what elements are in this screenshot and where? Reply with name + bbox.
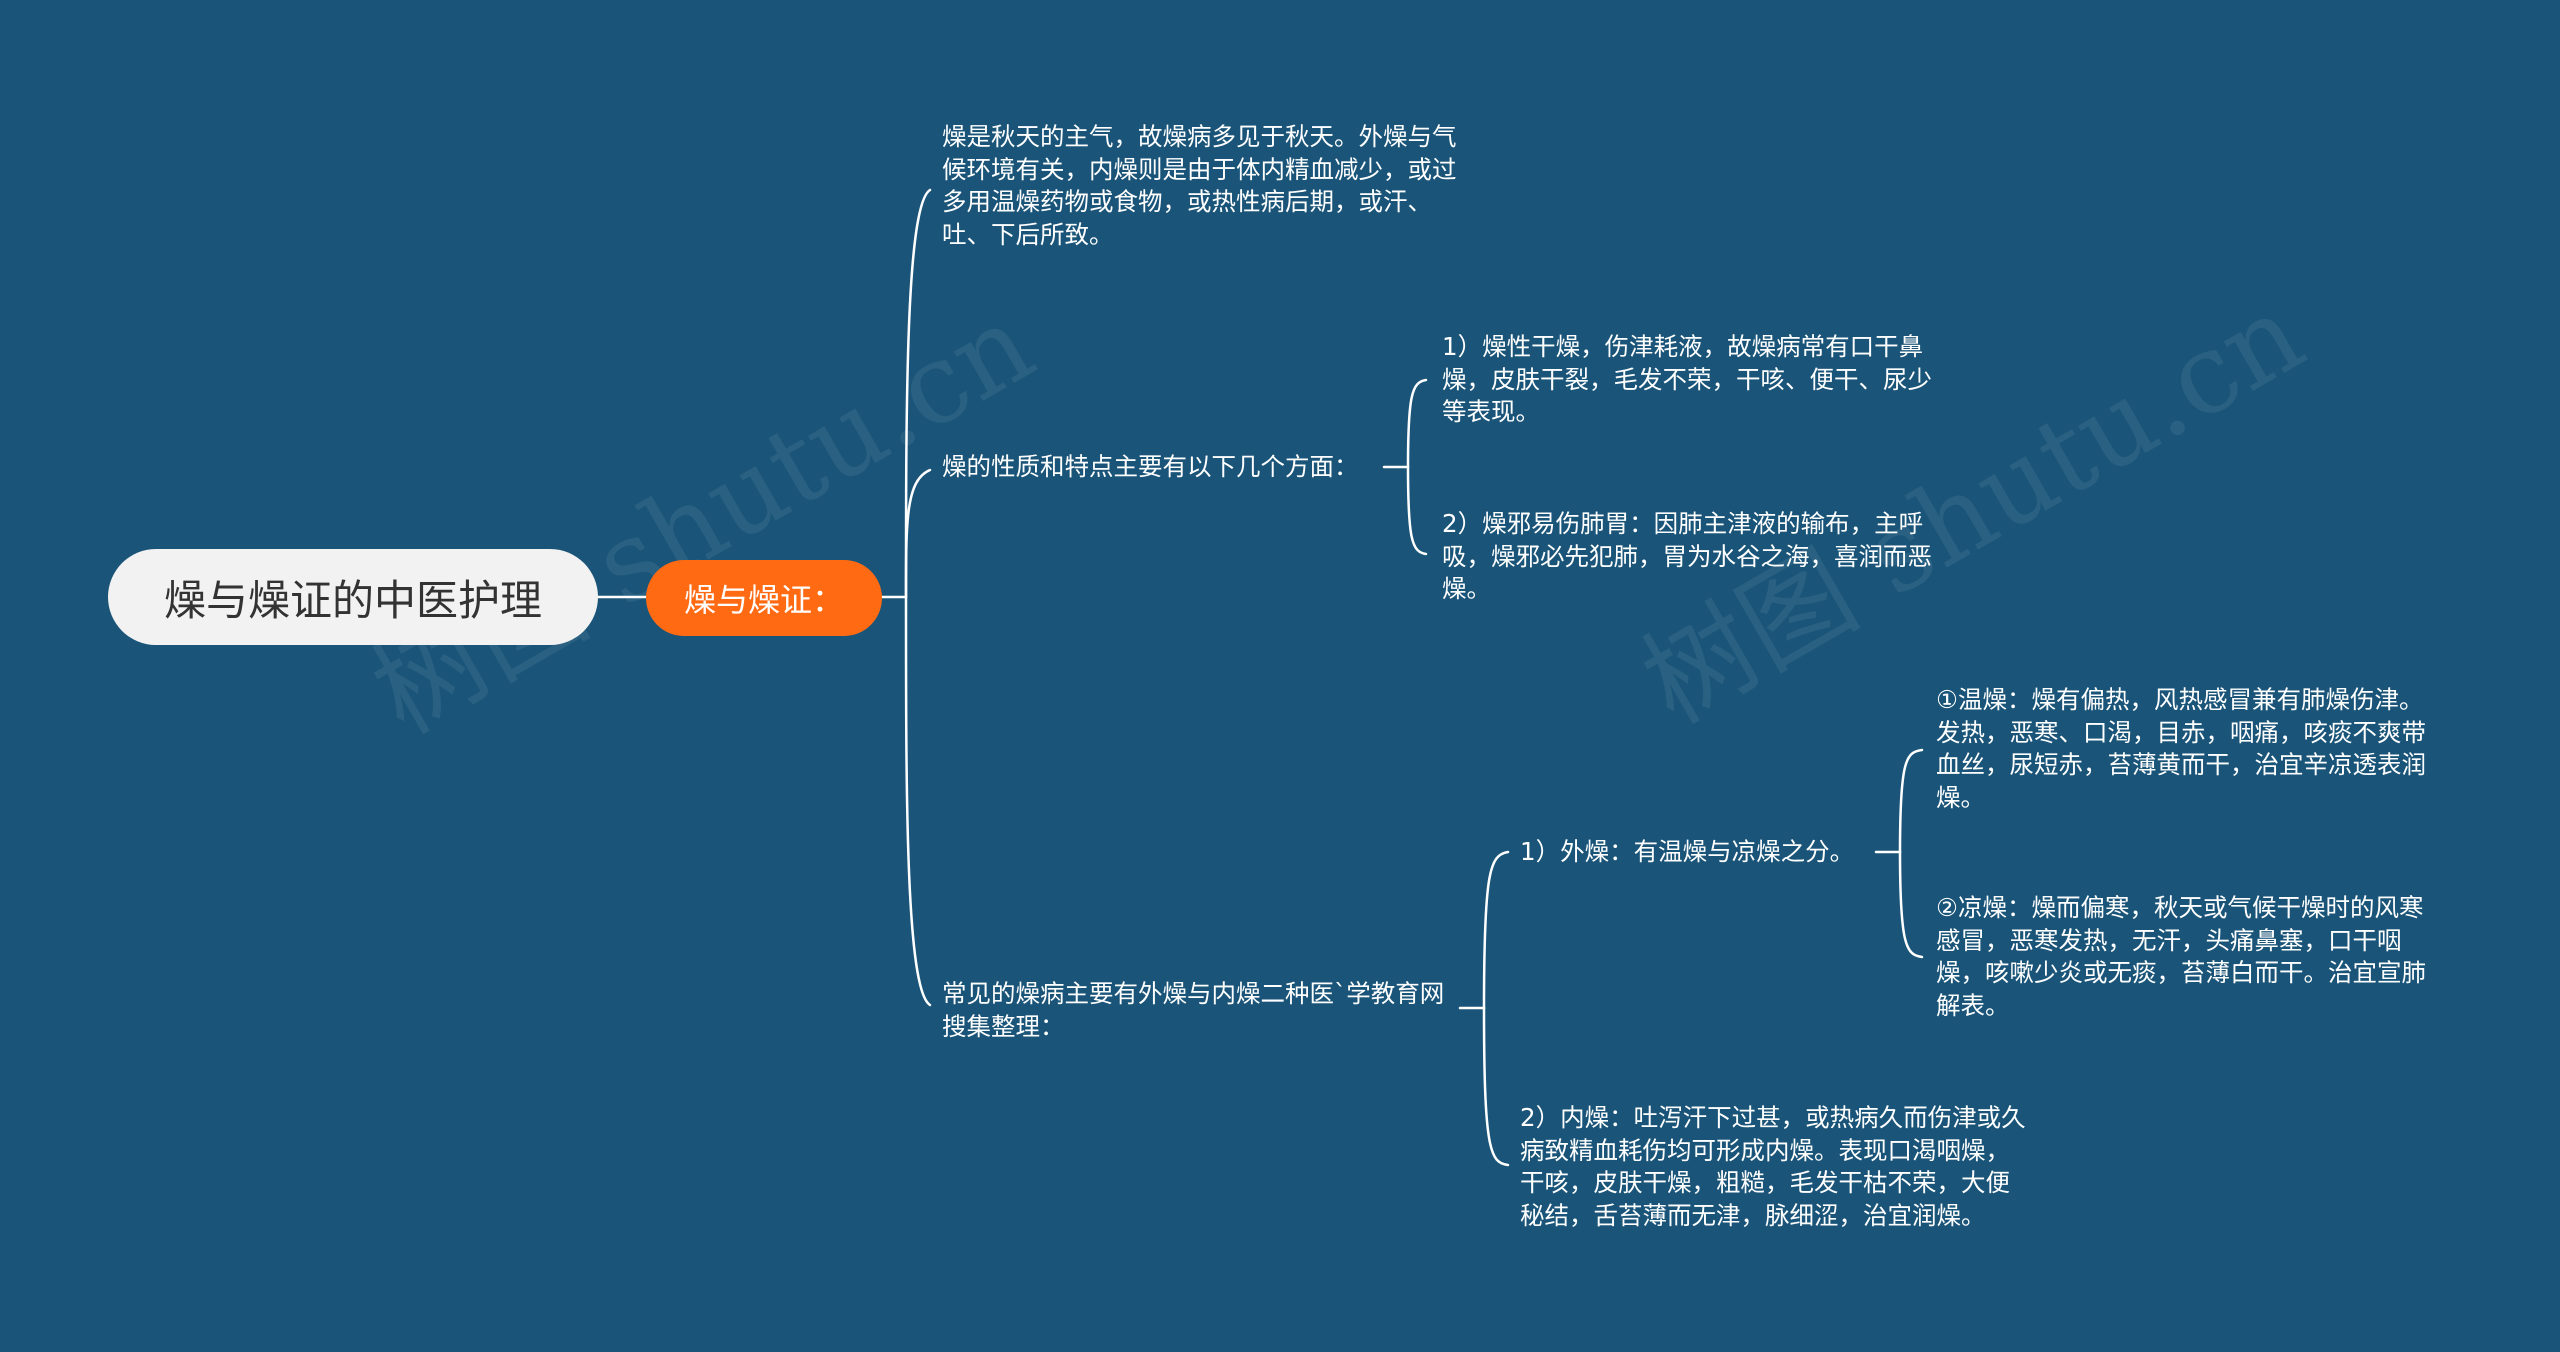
link-trunk-intro — [904, 188, 932, 599]
link-external-warm — [1898, 748, 1924, 854]
node-intro[interactable]: 燥是秋天的主气，故燥病多见于秋天。外燥与气候环境有关，内燥则是由于体内精血减少，… — [942, 122, 1457, 249]
link-external-cool — [1898, 850, 1924, 959]
node-external-cool[interactable]: ②凉燥：燥而偏寒，秋天或气候干燥时的风寒感冒，恶寒发热，无汗，头痛鼻塞，口干咽燥… — [1936, 893, 2426, 1020]
branch-topic-label: 燥与燥证： — [683, 581, 844, 619]
node-internal[interactable]: 2）内燥：吐泻汗下过甚，或热病久而伤津或久病致精血耗伤均可形成内燥。表现口渴咽燥… — [1520, 1103, 2026, 1230]
link-trunk-nature — [904, 468, 932, 599]
node-external-warm[interactable]: ①温燥：燥有偏热，风热感冒兼有肺燥伤津。发热，恶寒、口渴，目赤，咽痛，咳痰不爽带… — [1936, 685, 2426, 812]
branch-topic[interactable]: 燥与燥证： — [646, 560, 882, 636]
root-topic-label: 燥与燥证的中医护理 — [163, 575, 542, 625]
link-common-internal — [1482, 1006, 1510, 1167]
node-nature[interactable]: 燥的性质和特点主要有以下几个方面： — [942, 452, 1359, 481]
link-nature-item1 — [1406, 378, 1428, 469]
root-topic[interactable]: 燥与燥证的中医护理 — [108, 549, 598, 645]
node-nature-item2[interactable]: 2）燥邪易伤肺胃：因肺主津液的输布，主呼吸，燥邪必先犯肺，胃为水谷之海，喜润而恶… — [1442, 509, 1932, 603]
link-nature-item2 — [1406, 465, 1428, 556]
link-trunk-common — [904, 595, 932, 1007]
node-common[interactable]: 常见的燥病主要有外燥与内燥二种医`学教育网搜集整理： — [942, 979, 1445, 1041]
link-common-external — [1482, 850, 1510, 1010]
node-nature-item1[interactable]: 1）燥性干燥，伤津耗液，故燥病常有口干鼻燥，皮肤干裂，毛发不荣，干咳、便干、尿少… — [1442, 332, 1932, 426]
node-external[interactable]: 1）外燥：有温燥与凉燥之分。 — [1520, 837, 1855, 866]
